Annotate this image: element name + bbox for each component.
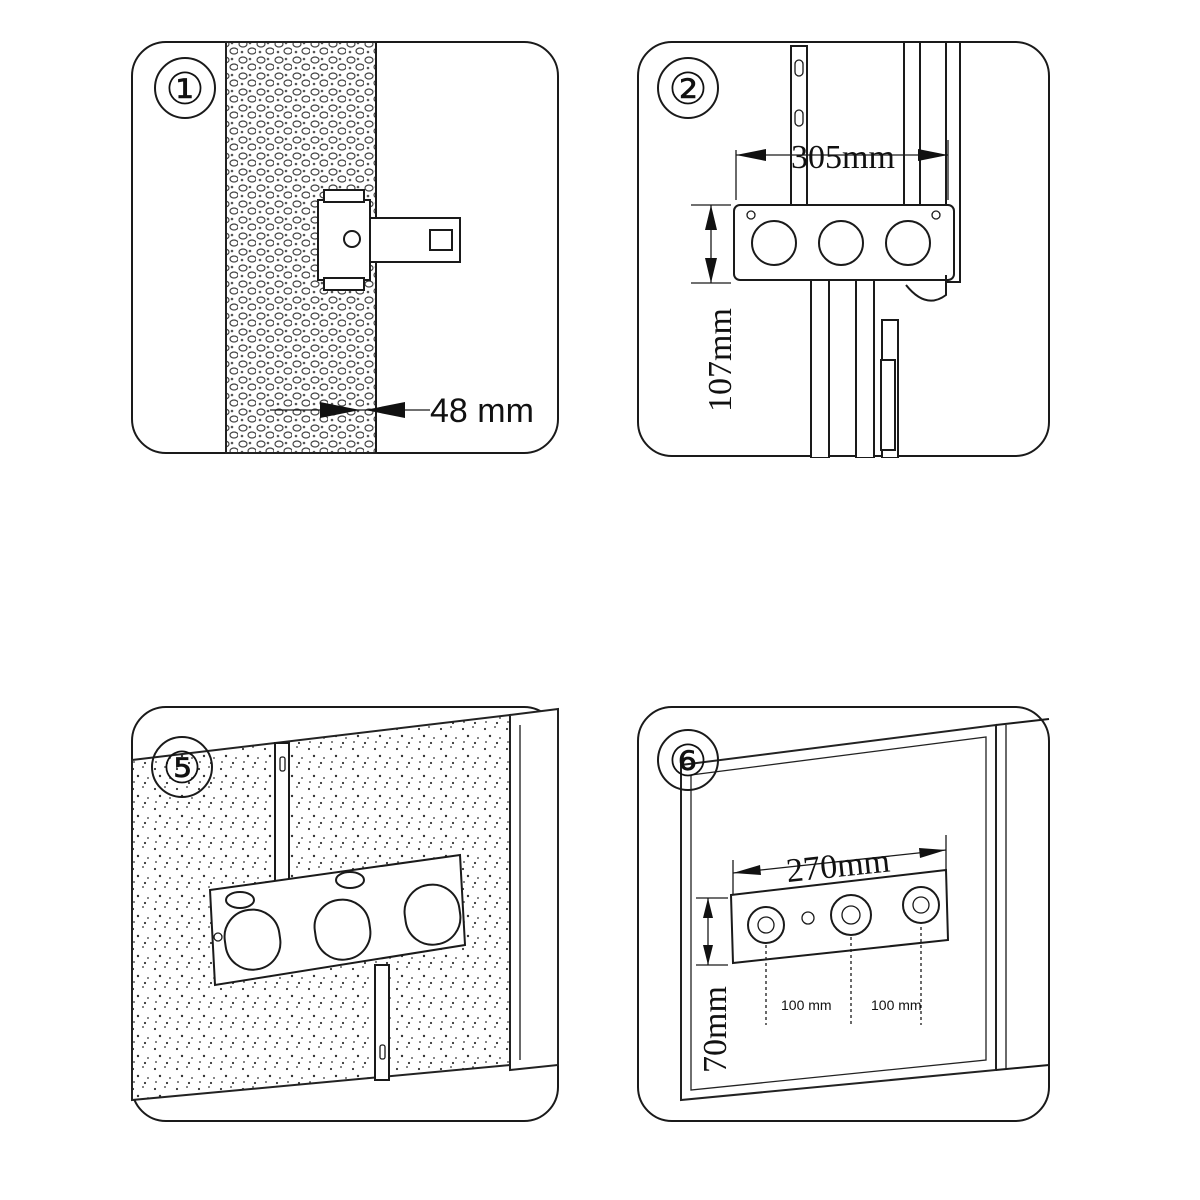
panel-frame — [637, 41, 1050, 457]
step-number: ① — [165, 64, 204, 115]
step-5-panel: ⑤ — [130, 705, 560, 1123]
step-number-badge — [657, 729, 719, 791]
width-dimension-label: 305mm — [791, 139, 895, 176]
step-number: ⑤ — [162, 743, 201, 794]
height-dimension-label: 70mm — [697, 986, 734, 1073]
valve-mounting-plate — [208, 853, 467, 987]
step-number-badge — [151, 736, 213, 798]
step-2-panel: 305mm 107mm ② — [636, 40, 1051, 458]
mounting-strap-bottom — [374, 964, 390, 1081]
spacing-left-label: 100 mm — [781, 997, 832, 1013]
panel-frame — [637, 706, 1050, 1122]
dimension-arrow-right — [365, 402, 405, 418]
mounting-strap-top — [790, 45, 808, 227]
step-1-panel: 48 mm ① — [130, 40, 560, 455]
height-dimension-label: 107mm — [702, 308, 739, 412]
step-number: ⑥ — [668, 736, 707, 787]
spacing-right-label: 100 mm — [871, 997, 922, 1013]
valve-mounting-plate — [729, 868, 950, 965]
depth-dimension-label: 48 mm — [430, 392, 534, 430]
dimension-arrow-left — [320, 402, 360, 418]
valve-mounting-plate — [733, 204, 955, 281]
mounting-strap-bottom — [880, 359, 896, 451]
step-number-badge — [154, 57, 216, 119]
mounting-strap-top — [274, 742, 290, 894]
step-number-badge — [657, 57, 719, 119]
valve-body — [317, 189, 461, 291]
step-number: ② — [668, 64, 707, 115]
step-6-panel: 270mm 70mm 100 mm 100 mm ⑥ — [636, 705, 1051, 1123]
